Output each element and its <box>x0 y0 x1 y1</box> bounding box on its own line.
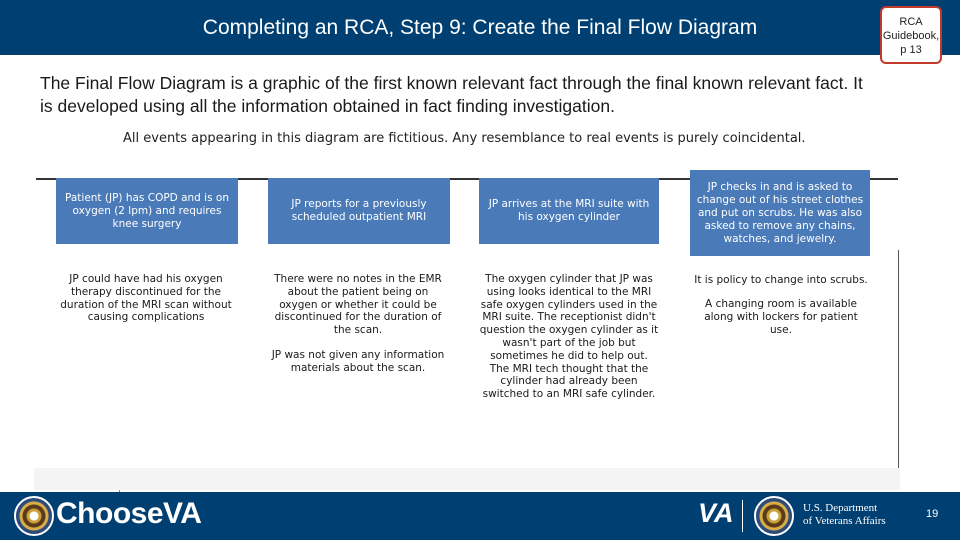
slide-title: Completing an RCA, Step 9: Create the Fi… <box>202 16 758 39</box>
fact-note: The oxygen cylinder that JP was using lo… <box>479 273 659 401</box>
va-logo: VA <box>698 498 734 528</box>
diagram-disclaimer: All events appearing in this diagram are… <box>123 131 806 146</box>
footer-bar <box>0 492 960 540</box>
department-seal-icon <box>754 496 794 536</box>
diagram-top-border <box>36 178 898 180</box>
event-box: Patient (JP) has COPD and is on oxygen (… <box>56 178 238 244</box>
choose-va-mark: VA <box>163 497 202 530</box>
intro-paragraph: The Final Flow Diagram is a graphic of t… <box>40 73 863 116</box>
event-box: JP reports for a previously scheduled ou… <box>268 178 450 244</box>
fact-note: A changing room is available along with … <box>704 298 858 336</box>
connector-line <box>898 250 899 468</box>
department-line: of Veterans Affairs <box>803 515 886 527</box>
event-box: JP checks in and is asked to change out … <box>690 170 870 256</box>
department-name: U.S. Department of Veterans Affairs <box>803 502 886 528</box>
page-number: 19 <box>926 508 939 520</box>
reference-line: RCA <box>899 16 923 28</box>
fact-note: JP could have had his oxygen therapy dis… <box>60 273 232 324</box>
department-line: U.S. Department <box>803 502 878 514</box>
fact-note: JP was not given any information materia… <box>271 349 445 374</box>
reference-line: p 13 <box>900 44 922 56</box>
header-bar: Completing an RCA, Step 9: Create the Fi… <box>0 0 960 55</box>
choose-label: Choose <box>56 497 164 530</box>
event-box: JP arrives at the MRI suite with his oxy… <box>479 178 659 244</box>
fact-note: It is policy to change into scrubs. <box>694 274 868 286</box>
fact-note: There were no notes in the EMR about the… <box>274 273 442 337</box>
choose-va-logo: ChooseVA <box>56 497 202 531</box>
reference-line: Guidebook, <box>882 30 940 42</box>
diagram-bottom-strip <box>34 468 900 490</box>
va-seal-icon <box>14 496 54 536</box>
footer-divider <box>742 500 743 532</box>
guidebook-reference: RCA Guidebook, p 13 <box>880 6 942 64</box>
